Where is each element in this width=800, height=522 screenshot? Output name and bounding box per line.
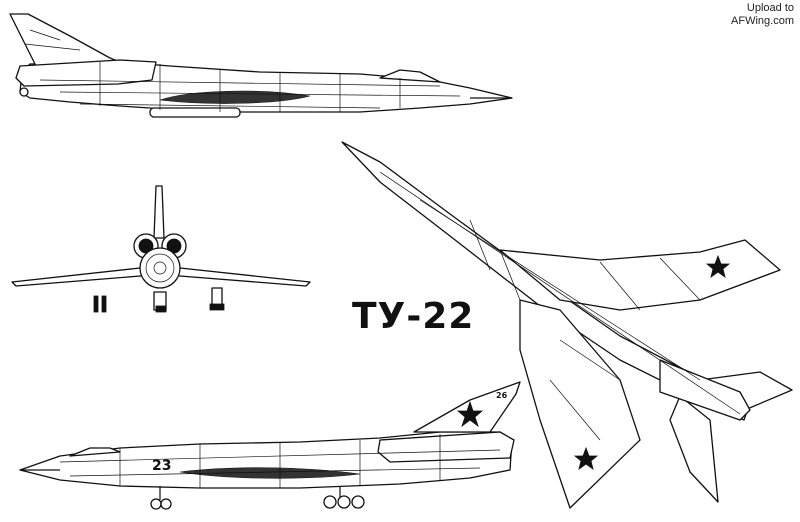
plan-view-airframe — [341, 141, 793, 509]
aircraft-title: ТУ-22 — [352, 296, 475, 337]
side-view-top-airframe — [9, 13, 513, 118]
red-star-tail-icon — [456, 400, 484, 428]
fin-code: 26 — [496, 391, 508, 400]
watermark-line-1: Upload to — [746, 2, 794, 14]
front-view-airframe — [11, 185, 311, 313]
watermark: Upload to AFWing.com — [731, 2, 794, 28]
red-star-right-wing-icon — [705, 254, 731, 278]
side-view-bottom-airframe — [19, 381, 521, 510]
red-star-left-wing-icon — [573, 446, 599, 470]
watermark-line-2: AFWing.com — [731, 15, 794, 27]
side-number: 23 — [152, 458, 171, 474]
